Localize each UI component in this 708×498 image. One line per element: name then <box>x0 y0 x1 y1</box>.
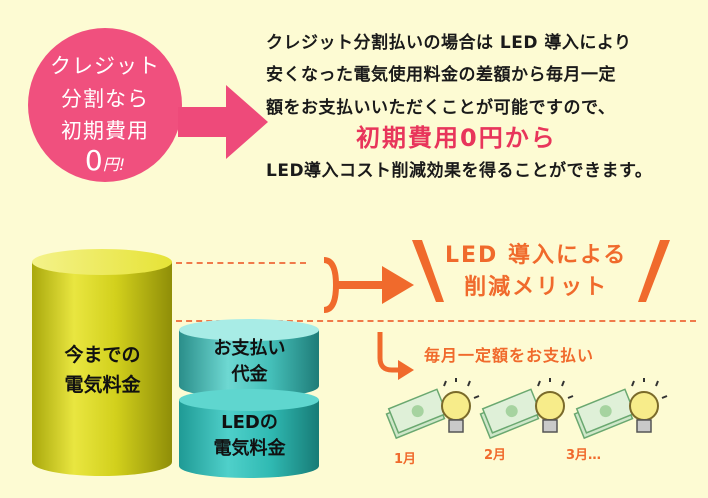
badge-yen: 円! <box>102 155 126 174</box>
money-bulb-icon <box>573 378 668 440</box>
bracket-arrow-icon <box>323 257 414 313</box>
monthly-payment-label: 毎月一定額をお支払い <box>424 346 595 365</box>
initial-cost-badge: クレジット 分割なら 初期費用 0円! <box>28 28 182 182</box>
payment-label: お支払い 代金 <box>177 336 322 388</box>
merit-line1: LED 導入による <box>445 243 628 268</box>
message-line5: LED導入コスト削減効果を得ることができます。 <box>266 161 653 181</box>
badge-line2: 分割なら <box>61 87 149 111</box>
reduction-merit: LED 導入による 削減メリット <box>445 240 627 304</box>
badge-line1: クレジット <box>50 54 160 78</box>
arrow-right-icon <box>178 85 268 159</box>
payment-cylinder <box>179 319 319 398</box>
badge-zero: 0 <box>84 144 103 177</box>
led-cost-cylinder <box>179 389 319 478</box>
dashed-line-top <box>176 262 306 264</box>
money-bulb-icon <box>385 378 480 440</box>
message-line1: クレジット分割払いの場合は LED 導入により <box>266 33 632 53</box>
message-line3: 額をお支払いいただくことが可能ですので、 <box>266 98 616 118</box>
badge-zero-yen: 0円! <box>28 144 182 177</box>
curved-arrow-icon <box>377 332 414 380</box>
current-cost-label: 今までの 電気料金 <box>30 340 175 400</box>
led-cost-label: LEDの 電気料金 <box>177 410 322 462</box>
badge-line3: 初期費用 <box>61 119 149 143</box>
current-cost-l1: 今までの <box>64 344 141 366</box>
money-bulb-icon <box>479 378 574 440</box>
current-cost-l2: 電気料金 <box>64 374 141 396</box>
month-label-3: 3月… <box>566 448 602 463</box>
payment-l2: 代金 <box>231 364 268 385</box>
led-cost-l2: 電気料金 <box>213 438 286 459</box>
month-label-2: 2月 <box>484 448 507 463</box>
payment-l1: お支払い <box>213 338 286 359</box>
message-line2: 安くなった電気使用料金の差額から毎月一定 <box>266 65 616 85</box>
dashed-line-middle <box>176 320 696 322</box>
message-highlight: 初期費用0円から <box>356 124 557 152</box>
merit-line2: 削減メリット <box>464 275 609 300</box>
led-cost-l1: LEDの <box>221 412 278 433</box>
current-cost-cylinder <box>32 249 172 476</box>
slash-right-icon <box>638 240 670 302</box>
slash-left-icon <box>412 240 444 302</box>
month-label-1: 1月 <box>394 452 417 467</box>
